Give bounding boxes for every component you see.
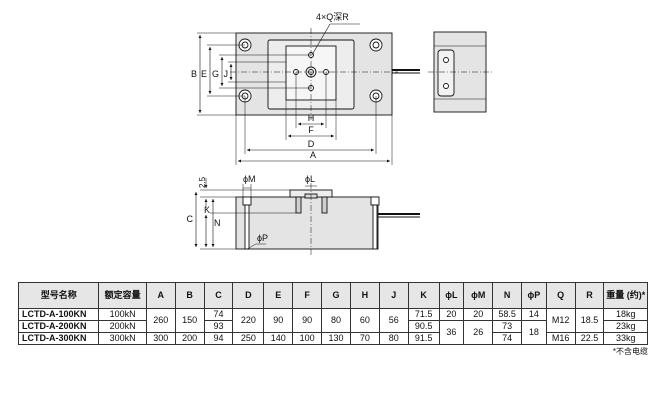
header-E: E [263,282,294,309]
dim-N: N [214,218,221,228]
cell-G: 80 [321,308,351,333]
cell-J: 80 [378,332,409,345]
cell-K: 71.5 [407,308,440,321]
dim-G: G [212,69,219,79]
header-P: ϕP [521,282,547,309]
cell-D: 250 [232,332,265,345]
cell-weight: 18kg [603,308,648,321]
cell-C: 94 [203,332,234,345]
header-D: D [232,282,265,309]
header-weight: 重量 (约)* [603,282,648,309]
cell-E: 140 [263,332,294,345]
cell-E: 90 [263,308,294,333]
spec-table: 型号名称 额定容量 A B C D E F G H J K ϕL ϕM N ϕP… [17,282,648,345]
table-row: LCTD-A-100KN 100kN 260 150 74 220 90 90 … [17,308,648,333]
header-capacity: 额定容量 [98,282,147,309]
cell-capacity: 100kN [98,308,147,321]
cell-weight: 23kg [603,320,648,333]
cell-Q: M16 [545,332,576,345]
cell-C: 74 [203,308,234,321]
dim-J: J [224,69,229,79]
header-N: N [492,282,523,309]
side-view [428,31,492,113]
cell-R: 18.5 [574,308,605,333]
header-C: C [203,282,234,309]
dim-phi-P: ϕP [257,233,268,243]
dim-F: F [308,125,314,135]
cell-J: 56 [378,308,409,333]
header-M: ϕM [463,282,494,309]
header-G: G [321,282,351,309]
cell-K: 91.5 [407,332,440,345]
cell-B: 200 [174,332,205,345]
cell-M: 20 [463,308,494,321]
header-B: B [174,282,205,309]
header-A: A [145,282,176,309]
header-L: ϕL [438,282,465,309]
cell-N: 58.5 [492,308,523,321]
header-R: R [574,282,605,309]
cell-L: 36 [438,320,465,345]
dim-B: B [191,69,197,79]
header-H: H [349,282,380,309]
cell-F: 90 [292,308,323,333]
table-header-row: 型号名称 额定容量 A B C D E F G H J K ϕL ϕM N ϕP… [17,282,648,309]
cell-R: 22.5 [574,332,605,345]
cell-P: 18 [521,320,547,345]
cell-F: 100 [292,332,323,345]
cell-H: 60 [349,308,380,333]
cell-capacity: 200kN [98,320,147,333]
dim-E: E [201,69,207,79]
cell-P: 14 [521,308,547,321]
table-row: LCTD-A-200KN 200kN 93 90.5 36 26 73 18 2… [17,320,648,345]
cell-model: LCTD-A-100KN [17,308,100,321]
cell-C: 93 [203,320,234,333]
cell-N: 74 [492,332,523,345]
cell-H: 70 [349,332,380,345]
front-view [194,178,420,255]
cell-model: LCTD-A-200KN [17,320,100,333]
cell-Q: M12 [545,308,576,333]
cell-L: 20 [438,308,465,321]
table-row: LCTD-A-300KN 300kN 300 200 94 250 140 10… [17,332,648,345]
dim-D: D [308,139,315,149]
header-F: F [292,282,323,309]
dim-H: H [308,113,315,123]
cell-weight: 33kg [603,332,648,345]
dim-2-5: 2.5 [198,176,207,188]
cell-D: 220 [232,308,265,333]
top-view [197,23,420,165]
cell-N: 73 [492,320,523,333]
cell-A: 260 [145,308,176,333]
technical-drawing: 4×Q深R B E G J H F D A [187,12,492,255]
front-view-body [235,196,379,250]
dim-C: C [187,214,194,224]
cell-K: 90.5 [407,320,440,333]
header-Q: Q [545,282,576,309]
header-J: J [378,282,409,309]
cell-capacity: 300kN [98,332,147,345]
dim-K: K [204,205,210,215]
table-footnote: *不含电缆 [612,347,648,356]
cell-A: 300 [145,332,176,345]
header-K: K [407,282,440,309]
dim-phi-M: ϕM [243,174,256,184]
cell-G: 130 [321,332,351,345]
hole-callout: 4×Q深R [316,12,349,22]
cell-B: 150 [174,308,205,333]
cell-M: 26 [463,320,494,345]
dim-phi-L: ϕL [305,174,315,184]
dim-A: A [310,150,316,160]
cell-model: LCTD-A-300KN [17,332,100,345]
header-model: 型号名称 [17,282,100,309]
